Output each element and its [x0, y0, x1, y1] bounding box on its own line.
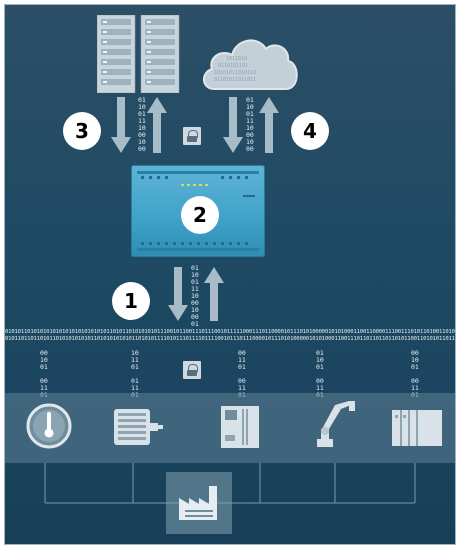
bitstream-fieldbus: 01 10 01 11 10 00 10 00 01 [191, 264, 199, 328]
bitstream-field-1: 00 10 01 00 11 01 [40, 349, 48, 399]
switchgear-icon [392, 410, 442, 446]
up-arrow-icon [259, 97, 279, 153]
robot-arm-icon [317, 401, 355, 447]
server-link-arrows [111, 97, 167, 153]
badge-2: 2 [181, 196, 219, 234]
diagram-canvas: 0110101101 10101011010110 01101011011011… [4, 4, 456, 545]
badge-1: 1 [112, 282, 150, 320]
bitstream-field-5: 00 10 01 00 11 01 [411, 349, 419, 399]
badge-4: 4 [291, 112, 329, 150]
bitstream-field-3: 00 11 01 00 11 01 [238, 349, 246, 399]
bitstream-server: 01 10 01 11 10 00 10 00 [138, 96, 146, 153]
plc-controller [131, 165, 265, 257]
factory-icon [179, 486, 217, 520]
down-arrow-icon [223, 97, 243, 153]
lock-icon [183, 361, 201, 379]
data-stream-line-2: 0101101101101011010101010101101010101010… [5, 336, 455, 342]
bitstream-cloud: 01 10 01 11 10 00 10 00 [246, 96, 254, 153]
thermometer-icon [26, 403, 72, 449]
up-arrow-icon [147, 97, 167, 153]
svg-text:1011010: 1011010 [226, 56, 247, 62]
svg-text:0110101101: 0110101101 [218, 63, 248, 69]
svg-text:10101011010110: 10101011010110 [214, 70, 256, 76]
up-arrow-icon [204, 267, 224, 321]
cloud-data-icon: 0110101101 10101011010110 01101011011011… [203, 39, 298, 90]
down-arrow-icon [111, 97, 131, 153]
bitstream-field-2: 10 11 01 01 11 01 [131, 349, 139, 399]
svg-text:01101011011011: 01101011011011 [214, 77, 256, 83]
data-stream-line-1: 0101011010101010101010101010101011010110… [5, 329, 455, 335]
server-rack-icon [97, 15, 180, 93]
fieldbus-link-arrows [168, 267, 224, 321]
badge-3: 3 [63, 112, 101, 150]
lock-icon [183, 127, 201, 145]
down-arrow-icon [168, 267, 188, 321]
drive-cabinet-icon [221, 406, 259, 448]
motor-icon [114, 409, 163, 445]
factory-box [166, 472, 232, 534]
bitstream-field-4: 01 10 01 00 11 01 [316, 349, 324, 399]
cloud-link-arrows [223, 97, 279, 153]
